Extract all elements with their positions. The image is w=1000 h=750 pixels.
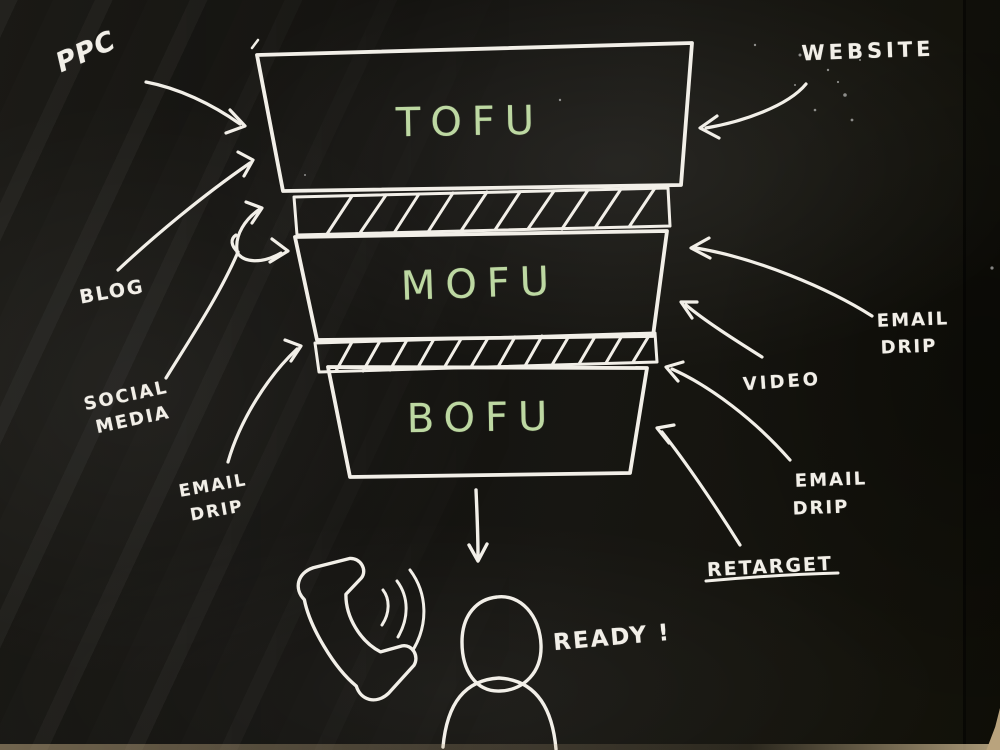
board-speckles [304, 43, 994, 270]
funnel-stage-mofu-label: MOFU [400, 258, 560, 310]
label-email-drip-right-line2: DRIP [880, 335, 938, 359]
arrow-bofu-to-lead [467, 488, 489, 563]
arrow-ppc-to-tofu [144, 80, 247, 135]
label-email-drip-right-line1: EMAIL [876, 308, 950, 332]
arrow-website-to-tofu [698, 82, 808, 140]
arrow-social-media-fork [164, 200, 290, 380]
arrow-email-drip-left-to-bofu [226, 338, 303, 464]
arrow-blog-to-tofu [116, 150, 255, 272]
funnel-stage-tofu-label: TOFU [395, 97, 545, 147]
arrow-retarget-to-bofu [655, 423, 742, 547]
board-right-panel [966, 0, 1000, 750]
arrow-video-to-mofu [679, 300, 764, 359]
label-website: WEBSITE [801, 36, 935, 66]
arrow-email-drip-bottom-to-bofu [664, 360, 792, 462]
funnel-stage-bofu-outline [326, 365, 649, 479]
label-email-drip-bottom-line1: EMAIL [794, 468, 868, 492]
funnel-stage-bofu-label: BOFU [406, 393, 558, 443]
funnel-gap-hatch-top [292, 186, 672, 237]
retarget-underline [704, 571, 840, 583]
floor-strip [0, 744, 1000, 750]
sound-waves-icon [380, 568, 426, 652]
funnel-gap-hatch-bottom [313, 331, 659, 374]
person-icon [441, 595, 558, 750]
funnel-stage-tofu-outline [250, 38, 694, 193]
label-email-drip-bottom-line2: DRIP [792, 496, 850, 520]
arrow-email-drip-right-to-mofu [689, 236, 874, 318]
phone-icon [296, 556, 418, 702]
funnel-stage-mofu-outline [293, 229, 669, 342]
board-seam [963, 0, 966, 750]
